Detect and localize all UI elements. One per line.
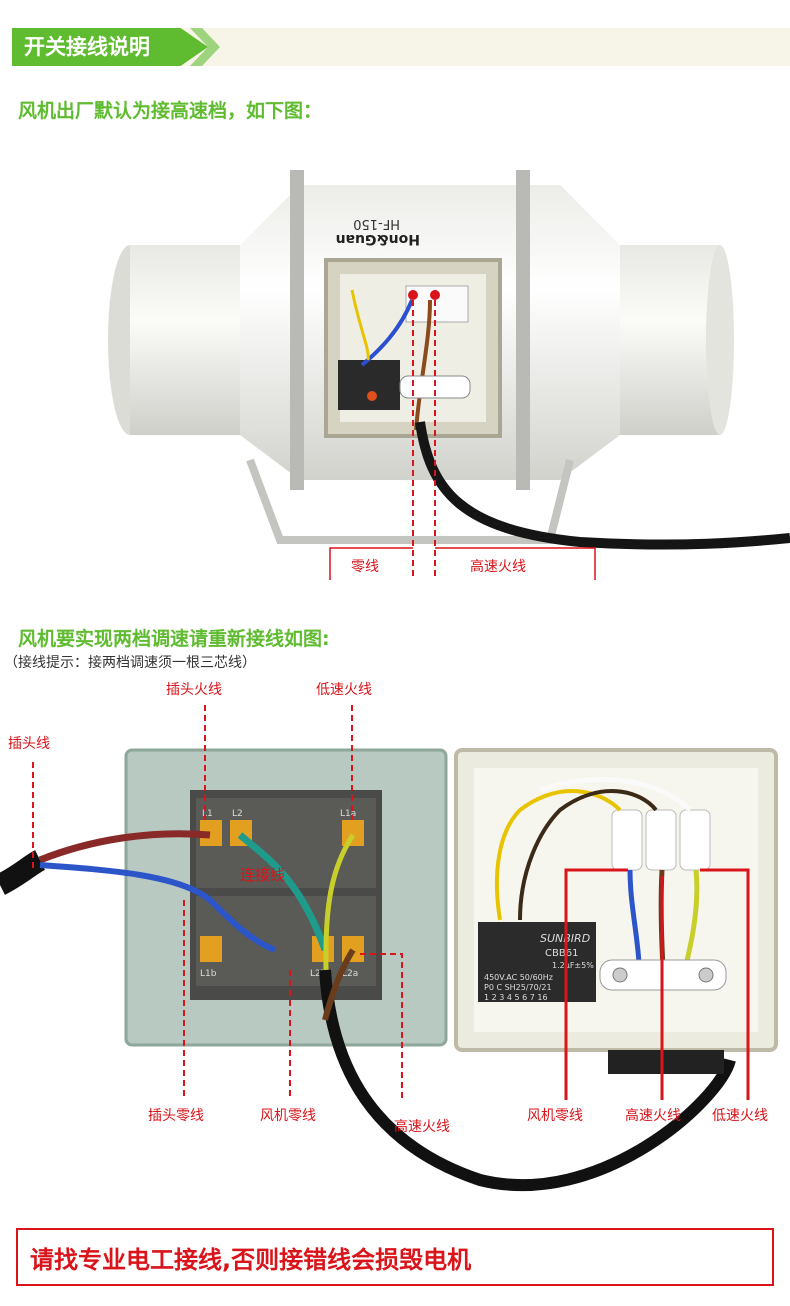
capacitor-cap: 1.2μF±5% (552, 961, 594, 970)
section2-title: 风机要实现两档调速请重新接线如图: (18, 628, 330, 650)
fan-photo: HF-150 Hon&Guan (108, 170, 790, 580)
terminal-l1-label: L1 (202, 809, 213, 819)
plug-live-label: 插头火线 (166, 682, 222, 698)
terminal-l1a-label: L1a (340, 809, 356, 819)
box-high-live-label: 高速火线 (625, 1108, 681, 1124)
capacitor-body (478, 922, 596, 1002)
warning-box (16, 1228, 774, 1286)
terminal-l1a-screw (342, 820, 364, 846)
capacitor-class: P0 C SH25/70/21 (484, 983, 552, 992)
terminal-l1-screw (200, 820, 222, 846)
terminal-l2-label: L2 (232, 809, 243, 819)
fan-model: HF-150 (353, 216, 400, 231)
fan-high-live-label: 高速火线 (470, 559, 526, 575)
terminal-l1b-label: L1b (200, 969, 217, 979)
wiring-diagram: L1 L2 L1a L1b L2b L2a SUNBIRD CBB61 1.2μ… (0, 705, 778, 1192)
box-low-live-label: 低速火线 (712, 1108, 768, 1124)
plug-neutral-label: 插头零线 (148, 1108, 204, 1124)
plug-wire-label: 插头线 (8, 736, 50, 752)
terminal-l2a-label: L2a (342, 969, 358, 979)
capacitor-voltage: 450V.AC 50/60Hz (484, 973, 553, 982)
fan-neutral-label: 零线 (351, 559, 379, 575)
link-wire-label: 连接线 (240, 866, 286, 884)
box-fan-neutral-label: 风机零线 (527, 1108, 583, 1124)
warning-text: 请找专业电工接线,否则接错线会损毁电机 (30, 1246, 472, 1274)
header-arrow-icon (190, 28, 220, 66)
capacitor-model: CBB61 (545, 948, 578, 959)
terminal-l2b-label: L2b (310, 969, 327, 979)
header-title: 开关接线说明 (12, 28, 208, 66)
switch-fan-neutral-label: 风机零线 (260, 1108, 316, 1124)
section2-tip: （接线提示：接两档调速须一根三芯线） (4, 655, 256, 671)
capacitor-pins: 1 2 3 4 5 6 7 16 (484, 993, 548, 1002)
fan-brand: Hon&Guan (336, 231, 420, 247)
terminal-l1b-screw (200, 936, 222, 962)
switch-high-live-label: 高速火线 (394, 1119, 450, 1135)
section1-title: 风机出厂默认为接高速档，如下图： (18, 100, 323, 122)
low-live-label: 低速火线 (316, 682, 372, 698)
